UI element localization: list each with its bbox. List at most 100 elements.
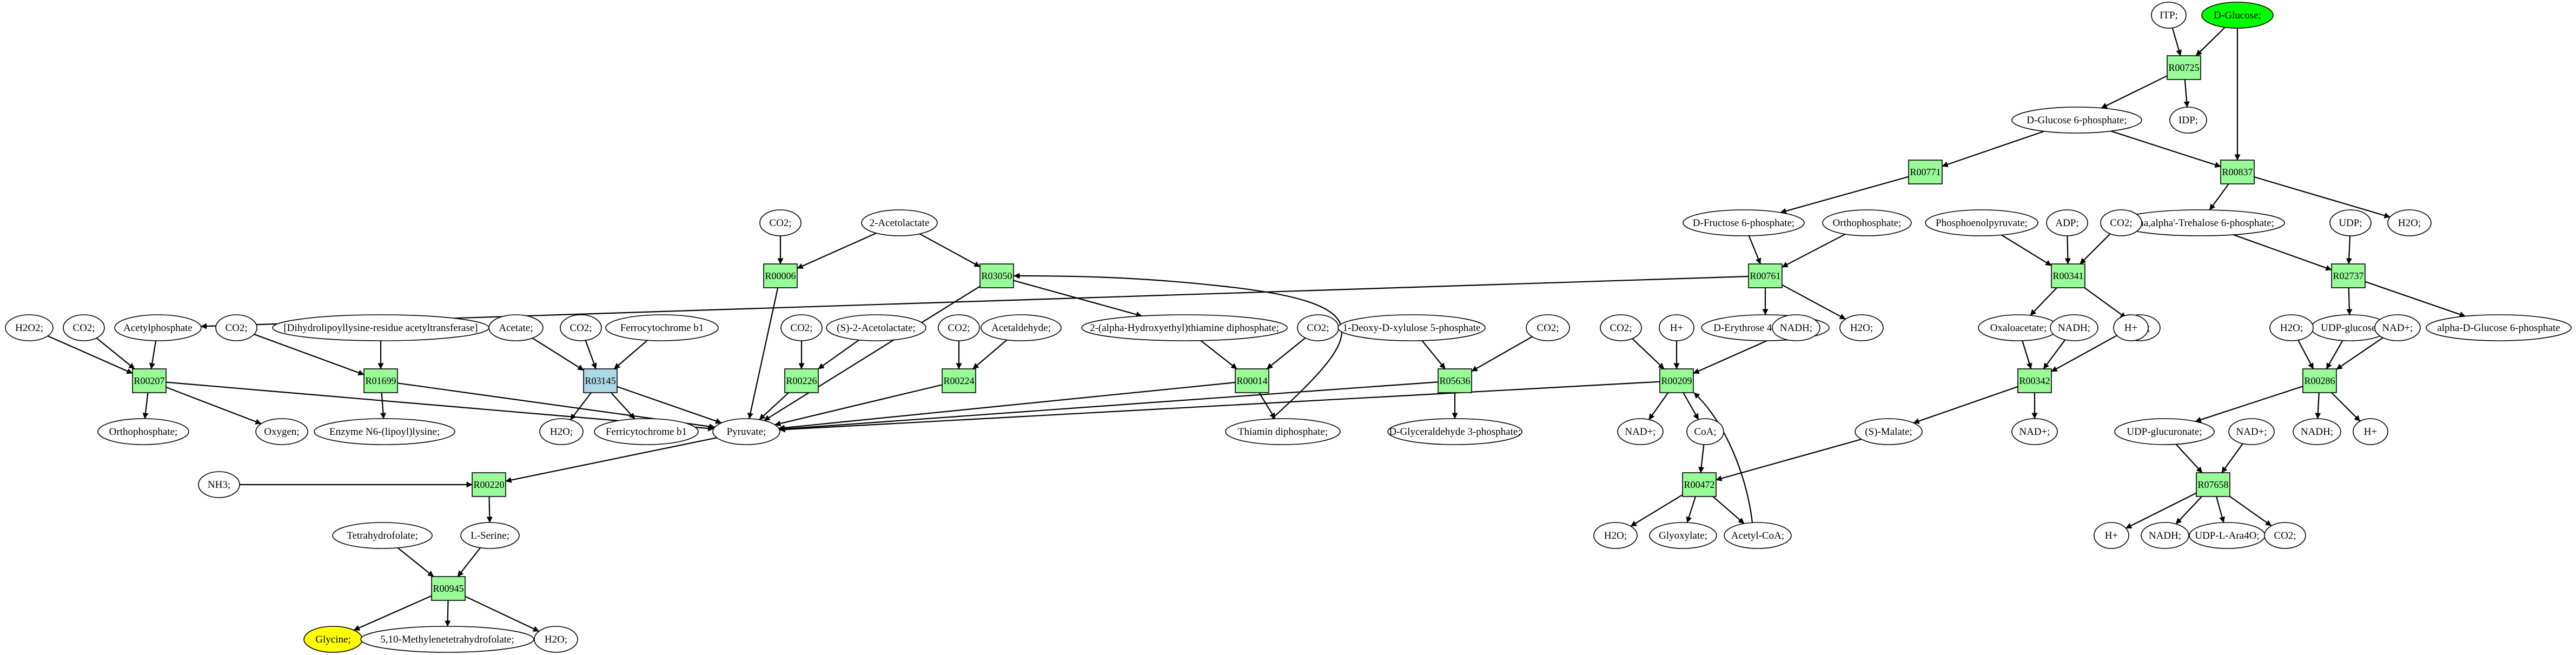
metabolite-smalate[interactable]: (S)-Malate; [1855,418,1923,445]
metabolite-ellipse [1822,209,1912,236]
metabolite-co2-006[interactable]: CO2; [759,209,802,236]
metabolite-udpglucose[interactable]: UDP-glucose; [2310,314,2389,341]
metabolite-udplarabinose[interactable]: UDP-L-Ara4O; [2189,522,2266,549]
reaction-r05636[interactable]: R05636 [1438,368,1472,393]
metabolite-acetylcoa[interactable]: Acetyl-CoA; [1724,522,1792,549]
metabolite-dglucose[interactable]: D-Glucose; [2201,2,2274,29]
reaction-r00341[interactable]: R00341 [2051,263,2085,288]
metabolite-hplus-209[interactable]: H+ [1659,314,1694,341]
reaction-r00226[interactable]: R00226 [784,368,819,393]
metabolite-ferricyt[interactable]: Ferricytochrome b1 [594,418,699,445]
metabolite-co2-7658[interactable]: CO2; [2264,522,2306,549]
metabolite-h2o-3145[interactable]: H2O; [539,418,584,445]
metabolite-h2o-837[interactable]: H2O; [2387,209,2432,236]
metabolite-g6p[interactable]: D-Glucose 6-phosphate; [2011,107,2142,134]
reaction-r00209[interactable]: R00209 [1659,368,1694,393]
metabolite-acetylphosphate[interactable]: Acetylphosphate [114,314,202,341]
metabolite-lserine[interactable]: L-Serine; [460,522,520,549]
reaction-r01699[interactable]: R01699 [363,368,398,393]
metabolite-h2o2[interactable]: H2O2; [5,314,54,341]
metabolite-h2o-761[interactable]: H2O; [1839,314,1884,341]
metabolite-nadplus-342[interactable]: NAD+; [2011,418,2058,445]
metabolite-acetolactate[interactable]: 2-Acetolactate [861,209,938,236]
metabolite-s-acetolactate[interactable]: (S)-2-Acetolactate; [826,314,926,341]
metabolite-pyruvate[interactable]: Pyruvate; [712,418,780,445]
metabolite-h2o-286[interactable]: H2O; [2269,314,2314,341]
metabolite-co2-3145[interactable]: CO2; [560,314,602,341]
reaction-r00014[interactable]: R00014 [1235,368,1269,393]
reaction-r07658[interactable]: R07658 [2196,472,2230,497]
metabolite-co2-224[interactable]: CO2; [938,314,980,341]
metabolite-nadh-286[interactable]: NADH; [2293,418,2341,445]
metabolite-ferrocyt[interactable]: Ferrocytochrome b1 [605,314,719,341]
metabolite-co2-014[interactable]: CO2; [1297,314,1339,341]
metabolite-pep[interactable]: Phosphoenolpyruvate; [1925,209,2038,236]
metabolite-glycine[interactable]: Glycine; [303,626,363,653]
edge-r00472-to-glyoxylate [1686,496,1697,523]
metabolite-dxp[interactable]: 1-Deoxy-D-xylulose 5-phosphate [1337,314,1486,341]
reaction-r03050[interactable]: R03050 [979,263,1014,288]
metabolite-nadplus-286[interactable]: NAD+; [2374,314,2421,341]
reaction-r00006[interactable]: R00006 [763,263,798,288]
metabolite-label: H+ [2105,530,2118,541]
reaction-r00761[interactable]: R00761 [1748,263,1783,288]
metabolite-hplus-7658[interactable]: H+ [2094,522,2129,549]
metabolite-udp[interactable]: UDP; [2329,209,2372,236]
metabolite-nadh-342[interactable]: NADH; [2050,314,2098,341]
metabolite-nadplus-7658[interactable]: NAD+; [2228,418,2275,445]
metabolite-oxygen[interactable]: Oxygen; [255,418,308,445]
reaction-r02737[interactable]: R02737 [2331,263,2366,288]
reaction-r00220[interactable]: R00220 [472,472,506,497]
metabolite-co2-226[interactable]: CO2; [780,314,823,341]
metabolite-co2-1699[interactable]: CO2; [215,314,257,341]
reaction-r00207[interactable]: R00207 [132,368,167,393]
metabolite-adp[interactable]: ADP; [2046,209,2088,236]
reaction-label: R00207 [134,375,164,386]
reaction-r00945[interactable]: R00945 [431,576,466,601]
metabolite-h2o-945[interactable]: H2O; [534,626,578,653]
metabolite-ortho-761[interactable]: Orthophosphate; [1822,209,1912,236]
edge-r00226-to-pyruvate [759,392,789,420]
reaction-r00771[interactable]: R00771 [1908,160,1943,184]
metabolite-coa[interactable]: CoA; [1686,418,1724,445]
metabolite-tpp[interactable]: Thiamin diphosphate; [1225,418,1341,445]
metabolite-nadplus-209[interactable]: NAD+; [1617,418,1664,445]
metabolite-oxaloacetate[interactable]: Oxaloacetate; [1978,314,2059,341]
metabolite-co2-207[interactable]: CO2; [63,314,105,341]
reaction-r00286[interactable]: R00286 [2302,368,2337,393]
metabolite-f6p[interactable]: D-Fructose 6-phosphate; [1683,209,1805,236]
reaction-r00224[interactable]: R00224 [942,368,976,393]
metabolite-nh3[interactable]: NH3; [198,471,240,498]
metabolite-g3p[interactable]: D-Glyceraldehyde 3-phosphate; [1387,418,1522,445]
metabolite-dihydrolipoyl[interactable]: [Dihydrolipoyllysine-residue acetyltrans… [272,314,489,341]
metabolite-nadh-7658[interactable]: NADH; [2141,522,2189,549]
metabolite-ellipse [332,522,433,549]
metabolite-acetaldehyde[interactable]: Acetaldehyde; [981,314,1062,341]
metabolite-tetrahydrofolate[interactable]: Tetrahydrofolate; [332,522,433,549]
metabolite-itp[interactable]: ITP; [2151,2,2187,29]
reaction-r00725[interactable]: R00725 [2167,55,2201,80]
metabolite-hplus-286[interactable]: H+ [2353,418,2388,445]
metabolite-idp[interactable]: IDP; [2169,107,2207,134]
reaction-r03145[interactable]: R03145 [583,368,618,393]
metabolite-co2-341[interactable]: CO2; [2100,209,2142,236]
metabolite-g6p-alpha[interactable]: alpha-D-Glucose 6-phosphate [2426,314,2572,341]
metabolite-tre6p[interactable]: alpha,alpha'-Trehalose 6-phosphate; [2115,209,2285,236]
metabolite-co2-209[interactable]: CO2; [1600,314,1642,341]
metabolite-co2-5636[interactable]: CO2; [1526,314,1570,341]
metabolite-acetate[interactable]: Acetate; [488,314,544,341]
metabolite-udpglucuronate[interactable]: UDP-glucuronate; [2114,418,2215,445]
metabolite-nadh-209[interactable]: NADH; [1772,314,1820,341]
reaction-box [784,368,819,393]
metabolite-lipoyllysine[interactable]: Enzyme N6-(lipoyl)lysine; [314,418,455,445]
metabolite-h2o-472[interactable]: H2O; [1593,522,1638,549]
metabolite-hydroxyethyl-tpp[interactable]: 2-(alpha-Hydroxyethyl)thiamine diphospha… [1081,314,1288,341]
reaction-r00837[interactable]: R00837 [2220,160,2255,184]
metabolite-methylene-thf[interactable]: 5,10-Methylenetetrahydrofolate; [360,626,534,653]
reaction-r00472[interactable]: R00472 [1682,472,1717,497]
metabolite-hplus-342[interactable]: H+ [2113,314,2149,341]
reaction-r00342[interactable]: R00342 [2017,368,2052,393]
metabolite-orthophosphate-207[interactable]: Orthophosphate; [97,418,189,445]
edge-tetrahydrofolate-to-r00945 [397,547,434,577]
metabolite-glyoxylate[interactable]: Glyoxylate; [1649,522,1717,549]
